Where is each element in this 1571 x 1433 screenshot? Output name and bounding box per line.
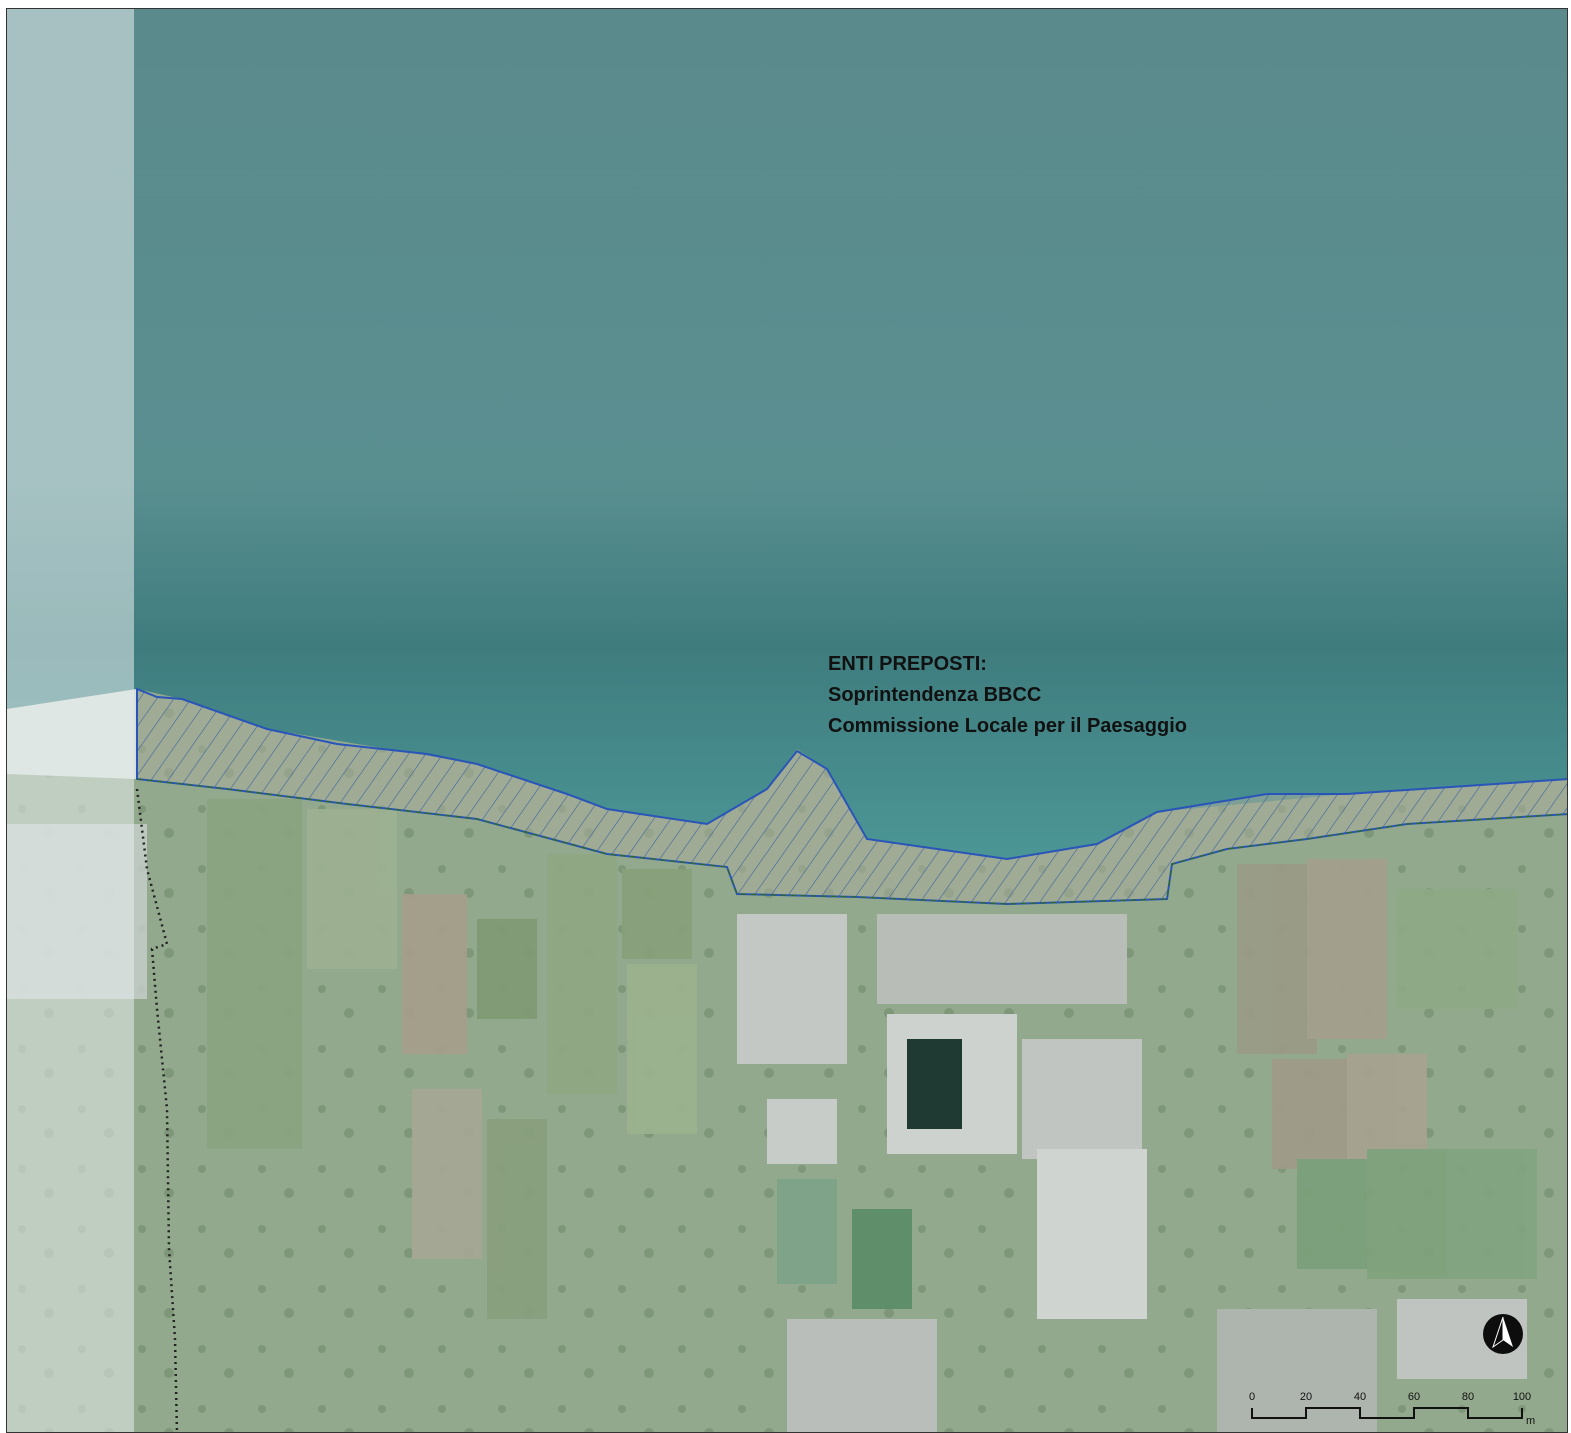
scale-tick-label: 100 (1513, 1391, 1531, 1403)
scale-unit: m (1526, 1415, 1535, 1427)
protected-strip-inner-dashed (136, 778, 1567, 905)
scale-tick-label: 80 (1462, 1391, 1474, 1403)
field-parcels (207, 799, 1537, 1319)
municipal-boundary-dotted (135, 788, 179, 1432)
scale-tick-label: 60 (1408, 1391, 1420, 1403)
aerial-map[interactable] (7, 9, 1568, 1433)
map-frame: ENTI PREPOSTI: Soprintendenza BBCC Commi… (6, 8, 1568, 1433)
scale-bar-segments (1251, 1407, 1523, 1419)
sea-area (7, 9, 1567, 859)
scale-bar: 0 20 40 60 80 100 m (1249, 1391, 1535, 1427)
faded-western-strip (7, 9, 134, 1432)
scale-tick-label: 40 (1354, 1391, 1366, 1403)
label-line-2: Commissione Locale per il Paesaggio (828, 715, 1188, 737)
label-block: ENTI PREPOSTI: Soprintendenza BBCC Commi… (828, 649, 1187, 742)
label-line-1: Soprintendenza BBCC (828, 684, 1042, 706)
label-title: ENTI PREPOSTI: (828, 653, 987, 675)
north-arrow-icon (1483, 1314, 1523, 1354)
scale-tick-label: 20 (1300, 1391, 1312, 1403)
scale-tick-label: 0 (1249, 1391, 1255, 1403)
protected-coastal-strip[interactable] (136, 687, 1568, 906)
